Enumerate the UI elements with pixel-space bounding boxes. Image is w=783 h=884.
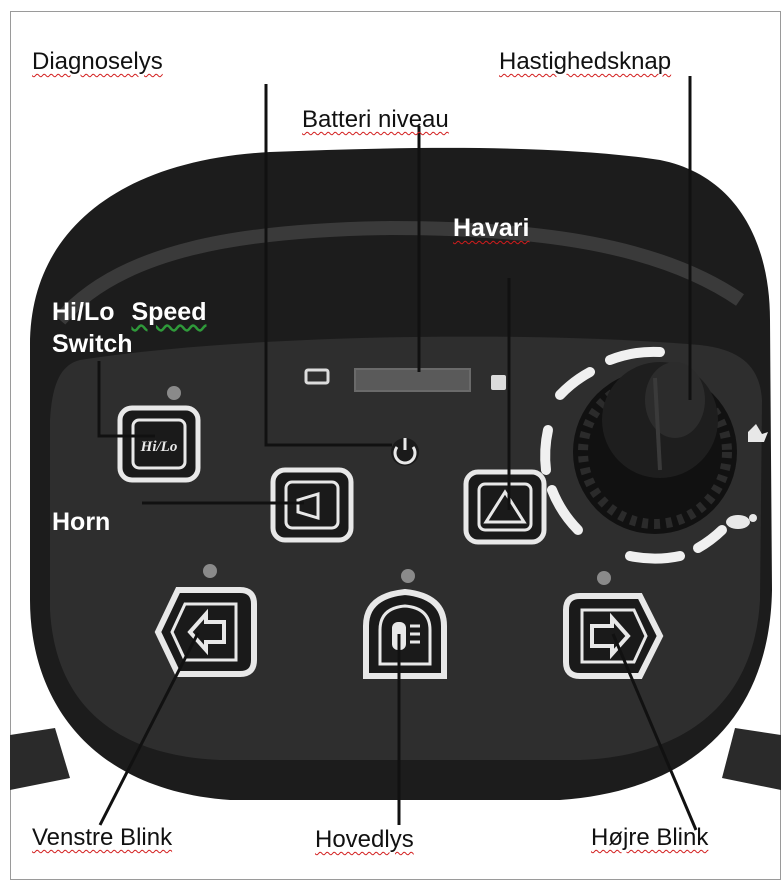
- label-diagnoselys: Diagnoselys: [32, 48, 163, 76]
- diagnostic-light: [391, 438, 419, 466]
- label-hovedlys: Hovedlys: [315, 826, 414, 854]
- hilo-button-text: Hi/Lo: [140, 439, 178, 455]
- left-blink-button[interactable]: [158, 590, 254, 674]
- hilo-button[interactable]: Hi/Lo: [120, 408, 198, 480]
- hazard-button[interactable]: [466, 472, 544, 542]
- right-blink-led: [597, 571, 611, 585]
- right-handle: [722, 728, 781, 790]
- left-blink-led: [203, 564, 217, 578]
- headlight-button[interactable]: [366, 592, 444, 676]
- label-horn: Horn: [52, 508, 110, 537]
- label-switch-text: Switch: [52, 330, 133, 358]
- horn-button[interactable]: [273, 470, 351, 540]
- label-batteri-niveau: Batteri niveau: [302, 106, 449, 134]
- label-hojre-blink: Højre Blink: [591, 824, 708, 852]
- label-havari: Havari: [453, 214, 529, 243]
- left-handle: [10, 728, 70, 790]
- label-hastighedsknap: Hastighedsknap: [499, 48, 671, 76]
- label-speed-text: Speed: [131, 298, 206, 326]
- label-venstre-blink: Venstre Blink: [32, 824, 172, 852]
- label-hilo-speed-switch: Hi/Lo Speed Switch: [52, 296, 206, 360]
- label-hilo-text: Hi/Lo: [52, 298, 115, 326]
- headlight-led: [401, 569, 415, 583]
- hilo-indicator-led: [167, 386, 181, 400]
